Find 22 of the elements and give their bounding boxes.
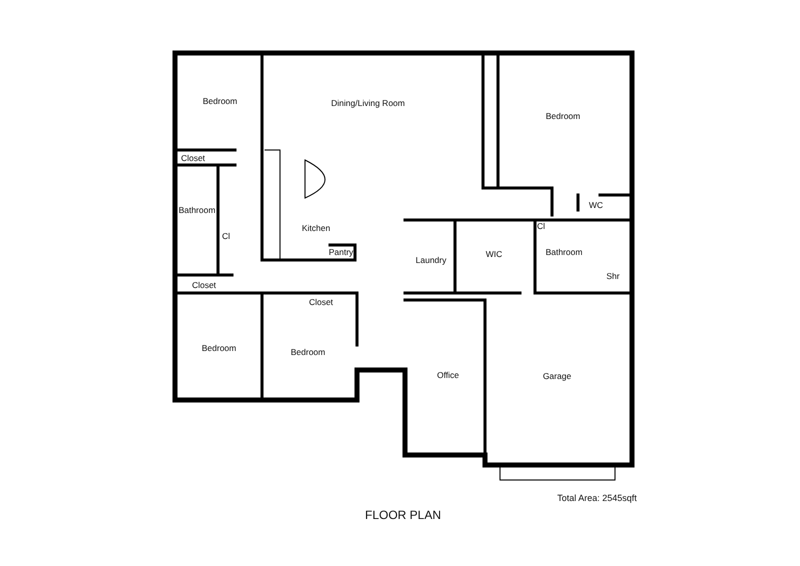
room-label: Laundry [416, 255, 446, 265]
room-label: Bathroom [178, 205, 216, 215]
room-label: Office [436, 370, 460, 380]
room-label: Cl [536, 221, 546, 231]
room-label: Cl [222, 231, 230, 241]
room-label: Bathroom [546, 247, 582, 257]
room-label: Closet [192, 280, 216, 290]
room-label: Bedroom [546, 111, 580, 121]
room-label: Bedroom [202, 96, 238, 106]
room-label: Dining/Living Room [331, 98, 405, 108]
room-label: Bedroom [290, 347, 326, 357]
room-label: WIC [486, 249, 502, 259]
area-note: Total Area: 2545sqft [557, 493, 637, 503]
room-label: Closet [308, 297, 334, 307]
room-label: Bedroom [202, 343, 236, 353]
plan-caption: FLOOR PLAN [364, 508, 442, 522]
room-label: Pantry [328, 247, 354, 257]
room-label: Closet [180, 153, 206, 163]
room-label: Garage [542, 371, 572, 381]
room-label: WC [588, 200, 604, 210]
room-label: Shr [606, 271, 620, 281]
room-label: Kitchen [302, 223, 330, 233]
